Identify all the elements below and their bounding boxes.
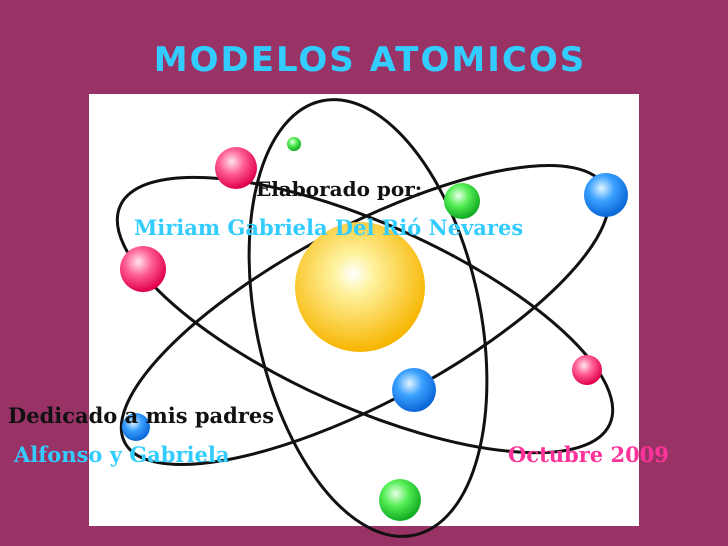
slide-title: MODELOS ATOMICOS — [153, 40, 587, 80]
electron-blue — [584, 173, 628, 217]
parents-names: Alfonso y Gabriela — [14, 442, 230, 467]
electron-pink — [215, 147, 257, 189]
author-name: Miriam Gabriela Del Rió Nevares — [134, 215, 524, 240]
dedication-text: Dedicado a mis padres — [8, 403, 275, 428]
elaborated-by-label: Elaborado por: — [256, 177, 423, 201]
electron-green — [379, 479, 421, 521]
nucleus — [295, 222, 425, 352]
orbit-descending — [115, 175, 615, 455]
electron-blue — [392, 368, 436, 412]
electron-blue — [122, 413, 150, 441]
orbit-vertical — [247, 98, 489, 538]
electron-green — [287, 137, 301, 151]
date-text: Octubre 2009 — [508, 442, 669, 467]
electron-pink — [120, 246, 166, 292]
electron-pink — [572, 355, 602, 385]
electron-green — [444, 183, 480, 219]
